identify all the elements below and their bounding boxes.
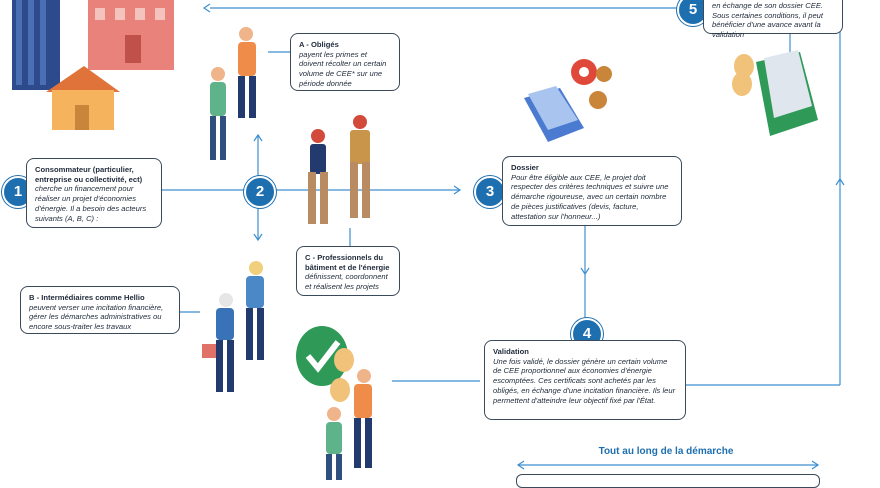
validation-illustration	[296, 326, 372, 480]
validation-title: Validation	[493, 347, 529, 356]
bottom-box-edge	[516, 474, 820, 488]
dossier-title: Dossier	[511, 163, 539, 172]
step-2-badge: 2	[244, 176, 276, 208]
tout-au-long-title: Tout au long de la démarche	[598, 446, 734, 457]
validation-desc: Une fois validé, le dossier génère un ce…	[493, 356, 676, 405]
step-5-desc: en échange de son dossier CEE. Sous cert…	[712, 1, 824, 40]
professionnels-box: C - Professionnels du bâtiment et de l'é…	[296, 246, 400, 296]
obliges-title: A - Obligés	[299, 40, 339, 49]
workers-illustration	[308, 115, 370, 224]
professionnels-desc: définissent, coordonnent et réalisent le…	[305, 272, 388, 292]
consommateur-box: Consommateur (particulier, entreprise ou…	[26, 158, 162, 228]
folder-gears-illustration	[524, 59, 612, 142]
intermediaires-illustration	[202, 261, 264, 392]
step-3-badge: 3	[474, 176, 506, 208]
intermediaires-title: B - Intermédiaires comme Hellio	[29, 293, 145, 302]
consommateur-desc: cherche un financement pour réaliser un …	[35, 184, 147, 223]
step-5-box: en échange de son dossier CEE. Sous cert…	[703, 0, 843, 39]
coins-folder-illustration	[732, 50, 818, 136]
buildings-illustration	[12, 0, 174, 130]
obliges-desc: payent les primes et doivent récolter un…	[299, 49, 387, 88]
validation-box: Validation Une fois validé, le dossier g…	[484, 340, 686, 420]
intermediaires-desc: peuvent verser une incitation financière…	[29, 302, 164, 332]
intermediaires-box: B - Intermédiaires comme Hellio peuvent …	[20, 286, 180, 334]
dossier-desc: Pour être éligible aux CEE, le projet do…	[511, 172, 669, 221]
professionnels-title: C - Professionnels du bâtiment et de l'é…	[305, 253, 390, 272]
people-obliges-illustration	[210, 27, 256, 160]
consommateur-title: Consommateur (particulier, entreprise ou…	[35, 165, 143, 184]
dossier-box: Dossier Pour être éligible aux CEE, le p…	[502, 156, 682, 226]
obliges-box: A - Obligés payent les primes et doivent…	[290, 33, 400, 91]
